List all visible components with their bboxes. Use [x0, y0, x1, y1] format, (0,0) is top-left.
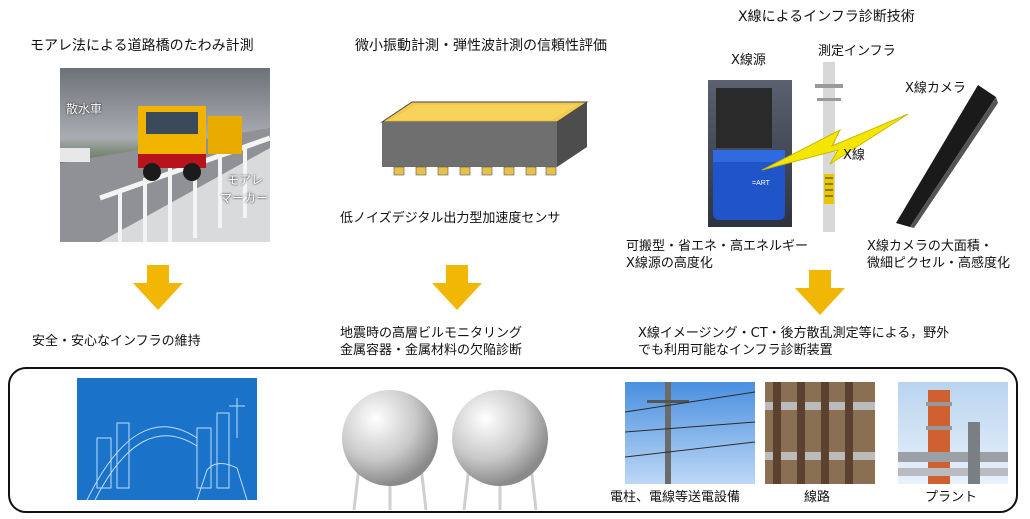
left-column-title: モアレ法による道路橋のたわみ計測: [30, 38, 254, 54]
xray-source-caption-1: 可搬型・省エネ・高エネルギー: [626, 239, 809, 254]
plant-caption: プラント: [925, 490, 978, 505]
bridge-photo: 散水車 モアレ マーカー: [60, 68, 270, 242]
xray-camera-drawing: [896, 85, 998, 228]
middle-result-2: 金属容器・金属材料の欠陥診断: [340, 343, 523, 358]
spherical-tanks-illustration: [342, 390, 548, 510]
railway-track-drawing: [765, 382, 875, 484]
xray-beam-label: X線: [843, 148, 865, 163]
down-arrow-right: [795, 270, 845, 315]
xray-source-label: X線源: [731, 53, 766, 68]
truck-label: 散水車: [66, 102, 103, 116]
xray-source-photo: =ART: [708, 80, 792, 227]
moire-marker-label-2: マーカー: [220, 191, 269, 205]
down-arrow-left: [133, 265, 183, 310]
xray-camera-caption-1: X線カメラの大面積・: [867, 239, 993, 254]
right-result-2: でも利用可能なインフラ診断装置: [638, 343, 833, 358]
railway-track-photo: [765, 382, 875, 484]
bridge-photo-drawing: [60, 106, 270, 242]
power-pole-photo: [625, 382, 755, 484]
down-arrow-middle: [432, 265, 482, 310]
plant-photo: [898, 382, 1008, 484]
right-result-1: X線イメージング・CT・後方散乱測定等による，野外: [638, 326, 950, 341]
right-column-title: X線によるインフラ診断技術: [738, 9, 915, 25]
plant-drawing: [898, 390, 1008, 484]
middle-column-title: 微小振動計測・弾性波計測の信頼性評価: [355, 38, 607, 54]
middle-result-1: 地震時の高層ビルモニタリング: [340, 326, 523, 341]
rail-caption: 線路: [804, 490, 831, 505]
xray-camera-caption-2: 微細ピクセル・高感度化: [867, 256, 1011, 271]
sensor-caption: 低ノイズデジタル出力型加速度センサ: [340, 211, 561, 226]
accelerometer-sensor-drawing: [380, 101, 589, 176]
svg-text:=ART: =ART: [752, 180, 771, 187]
moire-marker-label-1: モアレ: [227, 173, 264, 187]
left-result: 安全・安心なインフラの維持: [32, 334, 201, 349]
xray-camera-label: X線カメラ: [905, 81, 966, 96]
smart-city-illustration: [77, 378, 257, 500]
power-pole-drawing: [625, 382, 755, 484]
pole-caption: 電柱、電線等送電設備: [610, 490, 741, 505]
xray-source-caption-2: X線源の高度化: [626, 256, 713, 271]
xray-beam-bolt: [761, 113, 909, 171]
xray-source-drawing: =ART: [713, 88, 785, 220]
applications-panel: [8, 367, 1018, 513]
measured-infra-label: 測定インフラ: [818, 44, 896, 59]
